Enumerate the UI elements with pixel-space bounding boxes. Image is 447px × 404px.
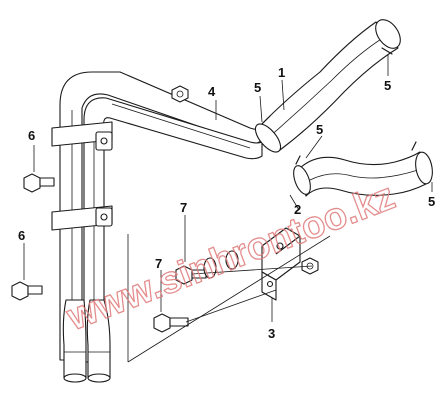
callout-3: 3	[268, 326, 275, 341]
bolt-6-lower	[11, 281, 43, 301]
callout-6-b: 6	[18, 228, 25, 243]
bolt-6-upper	[23, 173, 55, 193]
hex-nut-top	[171, 85, 189, 103]
callout-4: 4	[208, 84, 216, 99]
mounting-bracket-3	[261, 227, 301, 301]
callout-5-c: 5	[384, 78, 391, 93]
hose-1	[254, 19, 401, 153]
callout-6-a: 6	[28, 128, 35, 143]
leader-lines	[23, 54, 433, 363]
callout-5-d: 5	[428, 194, 435, 209]
pipe-bracket-upper	[51, 121, 113, 151]
callout-1: 1	[278, 65, 285, 80]
callout-7-a: 7	[180, 200, 187, 215]
callout-7-b: 7	[155, 256, 162, 271]
bolt-7-lower	[153, 313, 189, 333]
pipe-lower-ends	[62, 299, 111, 383]
watermark-text: www.sinhrontoo.kz	[61, 175, 401, 339]
pipe-bracket-lower	[51, 205, 113, 231]
callout-5-b: 5	[316, 122, 323, 137]
callout-2: 2	[294, 202, 301, 217]
hose-2	[293, 141, 433, 197]
callout-5-a: 5	[254, 80, 261, 95]
